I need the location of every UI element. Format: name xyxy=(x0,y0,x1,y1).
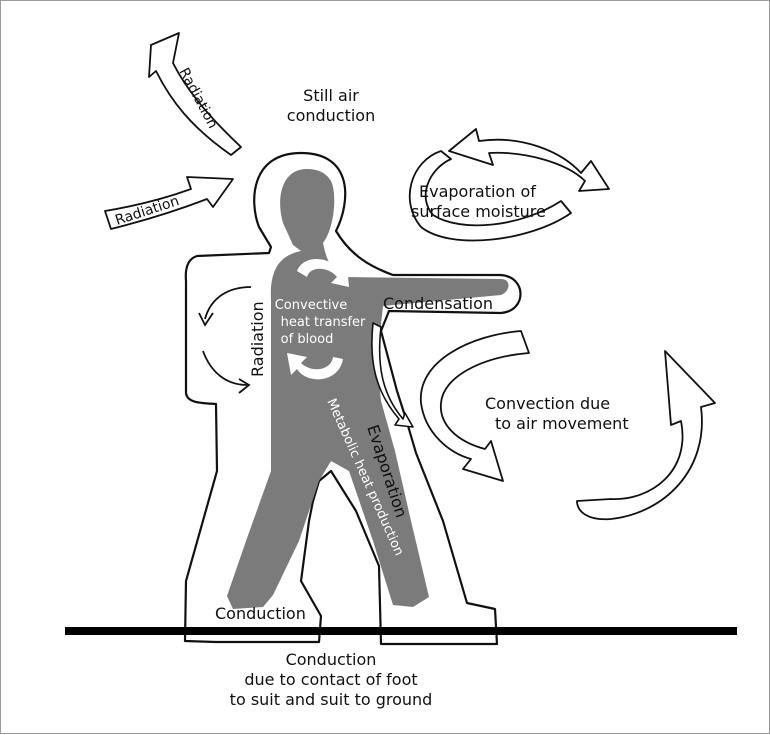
still-air-label-1: Still air xyxy=(303,86,359,105)
convective-label-3: of blood xyxy=(281,332,334,347)
evaporation-surface-label-2: surface moisture xyxy=(411,202,546,221)
still-air-label-2: conduction xyxy=(287,106,375,125)
conduction-foot-label: Conduction xyxy=(215,604,306,623)
convective-label-1: Convective xyxy=(275,298,348,313)
convection-arrow-right xyxy=(577,351,715,519)
conduction-bottom-label-3: to suit and suit to ground xyxy=(230,690,433,709)
ground-bar xyxy=(65,627,737,635)
conduction-bottom-label-2: due to contact of foot xyxy=(244,670,417,689)
conduction-bottom-label-1: Conduction xyxy=(286,650,377,669)
convection-label-2: to air movement xyxy=(495,414,629,433)
convective-label-2: heat transfer xyxy=(281,315,366,330)
condensation-label: Condensation xyxy=(383,294,493,313)
radiation-label-mid: Radiation xyxy=(113,193,181,229)
evaporation-surface-label-1: Evaporation of xyxy=(419,182,536,201)
radiation-label-side: Radiation xyxy=(248,301,267,377)
convection-label-1: Convection due xyxy=(485,394,610,413)
